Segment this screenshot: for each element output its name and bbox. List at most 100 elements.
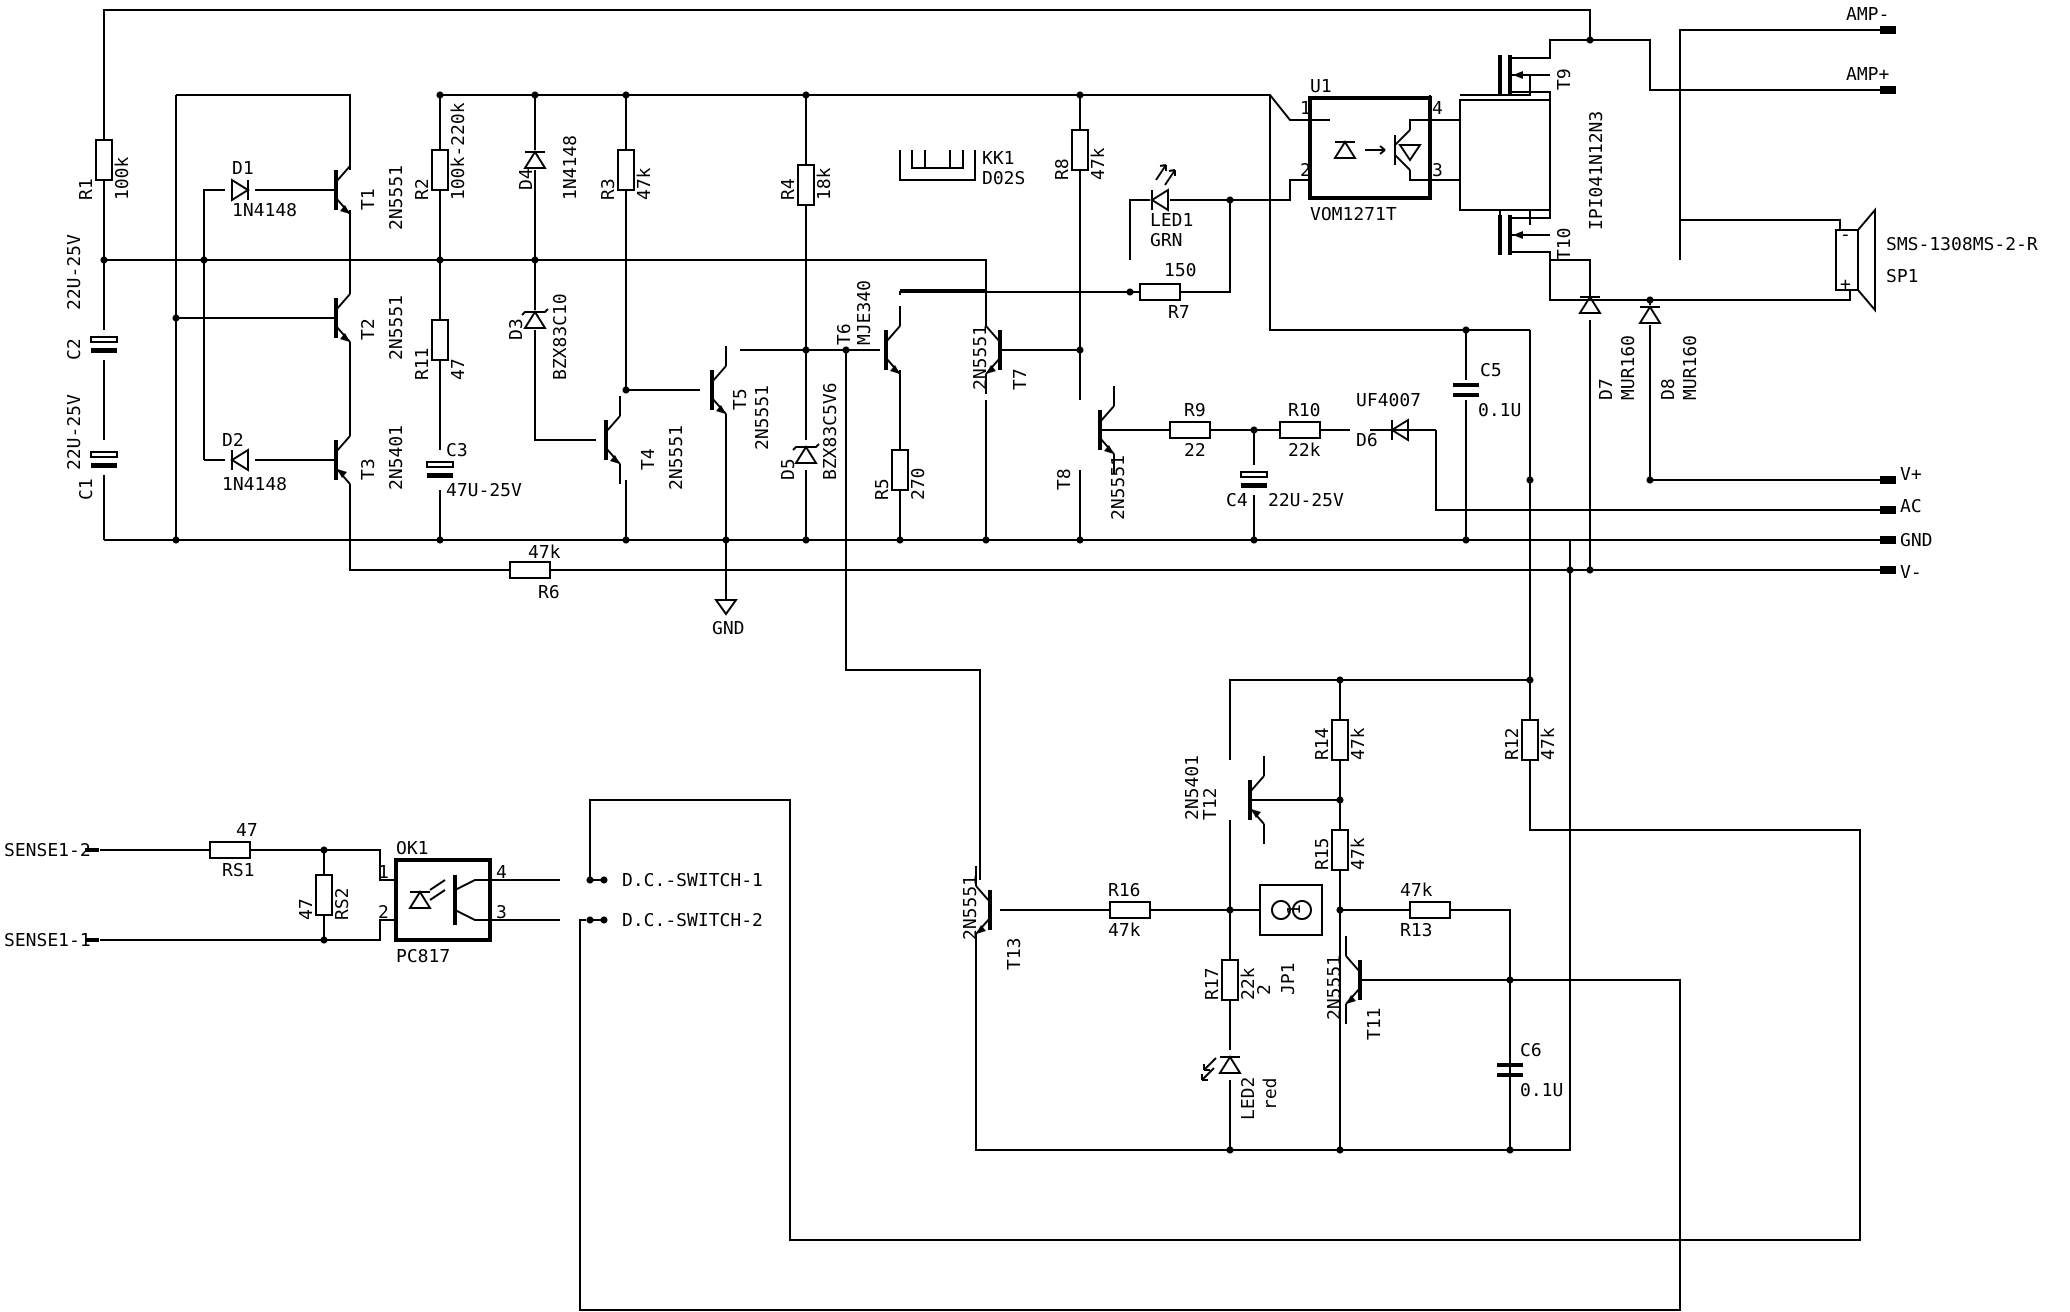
label-t5-value: 2N5551	[752, 385, 773, 450]
resistor-r15	[1331, 829, 1349, 871]
diode-d8	[1639, 306, 1661, 324]
label-t9: T9	[1554, 68, 1575, 90]
resistor-r4	[797, 164, 815, 206]
transistor-t4	[604, 394, 622, 486]
capacitor-c2	[90, 336, 118, 354]
label-r7-value: 150	[1164, 260, 1197, 281]
transistor-t5	[710, 344, 728, 436]
label-ok1-value: PC817	[396, 946, 450, 967]
label-d8: D8	[1658, 378, 1679, 400]
label-dc-switch-2: D.C.-SWITCH-2	[622, 910, 763, 931]
label-r3-value: 47k	[634, 167, 655, 200]
label-ok1-pin1: 1	[378, 862, 389, 883]
terminal-sense1-1	[85, 938, 99, 942]
transistor-t2	[334, 272, 352, 364]
label-d7: D7	[1596, 378, 1617, 400]
label-dc-switch-1: D.C.-SWITCH-1	[622, 870, 763, 891]
label-r4-value: 18k	[814, 167, 835, 200]
label-amp-minus: AMP-	[1846, 4, 1889, 25]
label-c4: C4	[1226, 490, 1248, 511]
label-r13: R13	[1400, 920, 1433, 941]
label-t8-value: 2N5551	[1108, 455, 1129, 520]
label-c1: C1	[76, 478, 97, 500]
terminal-v-minus	[1880, 566, 1896, 574]
transistor-t11	[1344, 934, 1362, 1026]
label-d5-value: BZX83C5V6	[820, 382, 841, 480]
wires	[100, 9, 1880, 1311]
resistor-r16	[1109, 901, 1151, 919]
label-c5-value: 0.1U	[1478, 400, 1521, 421]
label-t6: T6	[834, 323, 855, 345]
capacitor-c4	[1240, 471, 1268, 489]
label-r10-value: 22k	[1288, 440, 1321, 461]
terminal-amp-plus	[1880, 86, 1896, 94]
terminal-v-plus	[1880, 476, 1896, 484]
label-rs2: RS2	[332, 887, 353, 920]
label-v-plus: V+	[1900, 464, 1922, 485]
label-u1-value: VOM1271T	[1310, 204, 1397, 225]
label-r9-value: 22	[1184, 440, 1206, 461]
label-rs1: RS1	[222, 860, 255, 881]
label-r12-value: 47k	[1538, 727, 1559, 760]
label-amp-plus: AMP+	[1846, 64, 1890, 85]
label-t13: T13	[1004, 937, 1025, 970]
label-r1-value: 100k	[112, 156, 133, 200]
resistor-r10	[1279, 421, 1321, 439]
label-t13-value: 2N5551	[960, 875, 981, 940]
label-t9-value: IPI041N12N3	[1586, 111, 1607, 230]
label-r6-value: 47k	[528, 542, 561, 563]
terminal-gnd	[1880, 536, 1896, 544]
label-u1-pin4: 4	[1432, 98, 1443, 119]
resistor-r14	[1331, 719, 1349, 761]
terminal-dc-switch-2	[600, 916, 608, 924]
label-ok1-pin3: 3	[496, 902, 507, 923]
heatsink-kk1	[899, 150, 976, 181]
diode-d4	[524, 151, 546, 169]
label-ok1-pin4: 4	[496, 862, 507, 883]
label-u1-pin2: 2	[1300, 160, 1311, 181]
label-r11-value: 47	[448, 358, 469, 380]
label-jp1-pin1: 1	[1284, 904, 1305, 915]
label-t3-value: 2N5401	[386, 425, 407, 490]
label-led2-value: red	[1260, 1077, 1281, 1110]
led-led2	[1201, 1056, 1241, 1081]
capacitor-c5	[1453, 383, 1479, 397]
label-t6-value: MJE340	[854, 280, 875, 345]
label-d8-value: MUR160	[1680, 335, 1701, 400]
resistor-r5	[891, 449, 909, 491]
label-t8: T8	[1054, 468, 1075, 490]
label-r14: R14	[1312, 727, 1333, 760]
label-r8-value: 47k	[1088, 147, 1109, 180]
label-c2: C2	[64, 338, 85, 360]
label-sp1-minus: -	[1840, 224, 1851, 245]
label-sense1-1: SENSE1-1	[4, 930, 91, 951]
label-kk1-value: D02S	[982, 168, 1025, 189]
label-rs1-value: 47	[236, 820, 258, 841]
label-r4: R4	[778, 178, 799, 200]
speaker-sp1	[1835, 207, 1876, 313]
label-d2-value: 1N4148	[222, 474, 287, 495]
terminal-dc-switch-1	[600, 876, 608, 884]
label-r7: R7	[1168, 302, 1190, 323]
label-t3: T3	[358, 458, 379, 480]
label-r3: R3	[598, 178, 619, 200]
optocoupler-u1	[1308, 96, 1432, 200]
label-c5: C5	[1480, 360, 1502, 381]
label-d3-value: BZX83C10	[550, 293, 571, 380]
diode-d2	[231, 449, 249, 471]
label-c6-value: 0.1U	[1520, 1080, 1563, 1101]
capacitor-c3	[426, 461, 454, 479]
label-r17-value: 22k	[1238, 967, 1259, 1000]
resistor-r11	[431, 319, 449, 361]
label-r17: R17	[1202, 967, 1223, 1000]
label-d7-value: MUR160	[1618, 335, 1639, 400]
label-t12: T12	[1200, 787, 1221, 820]
label-led1: LED1	[1150, 210, 1193, 231]
transistor-t6	[884, 304, 902, 396]
label-r9: R9	[1184, 400, 1206, 421]
resistor-rs2	[315, 874, 333, 916]
labels: R1 100k R2 100k-220k R3 47k R4 18k R8 47…	[4, 4, 2038, 1120]
label-d6: D6	[1356, 430, 1378, 451]
label-rs2-value: 47	[296, 898, 317, 920]
label-r2: R2	[412, 178, 433, 200]
